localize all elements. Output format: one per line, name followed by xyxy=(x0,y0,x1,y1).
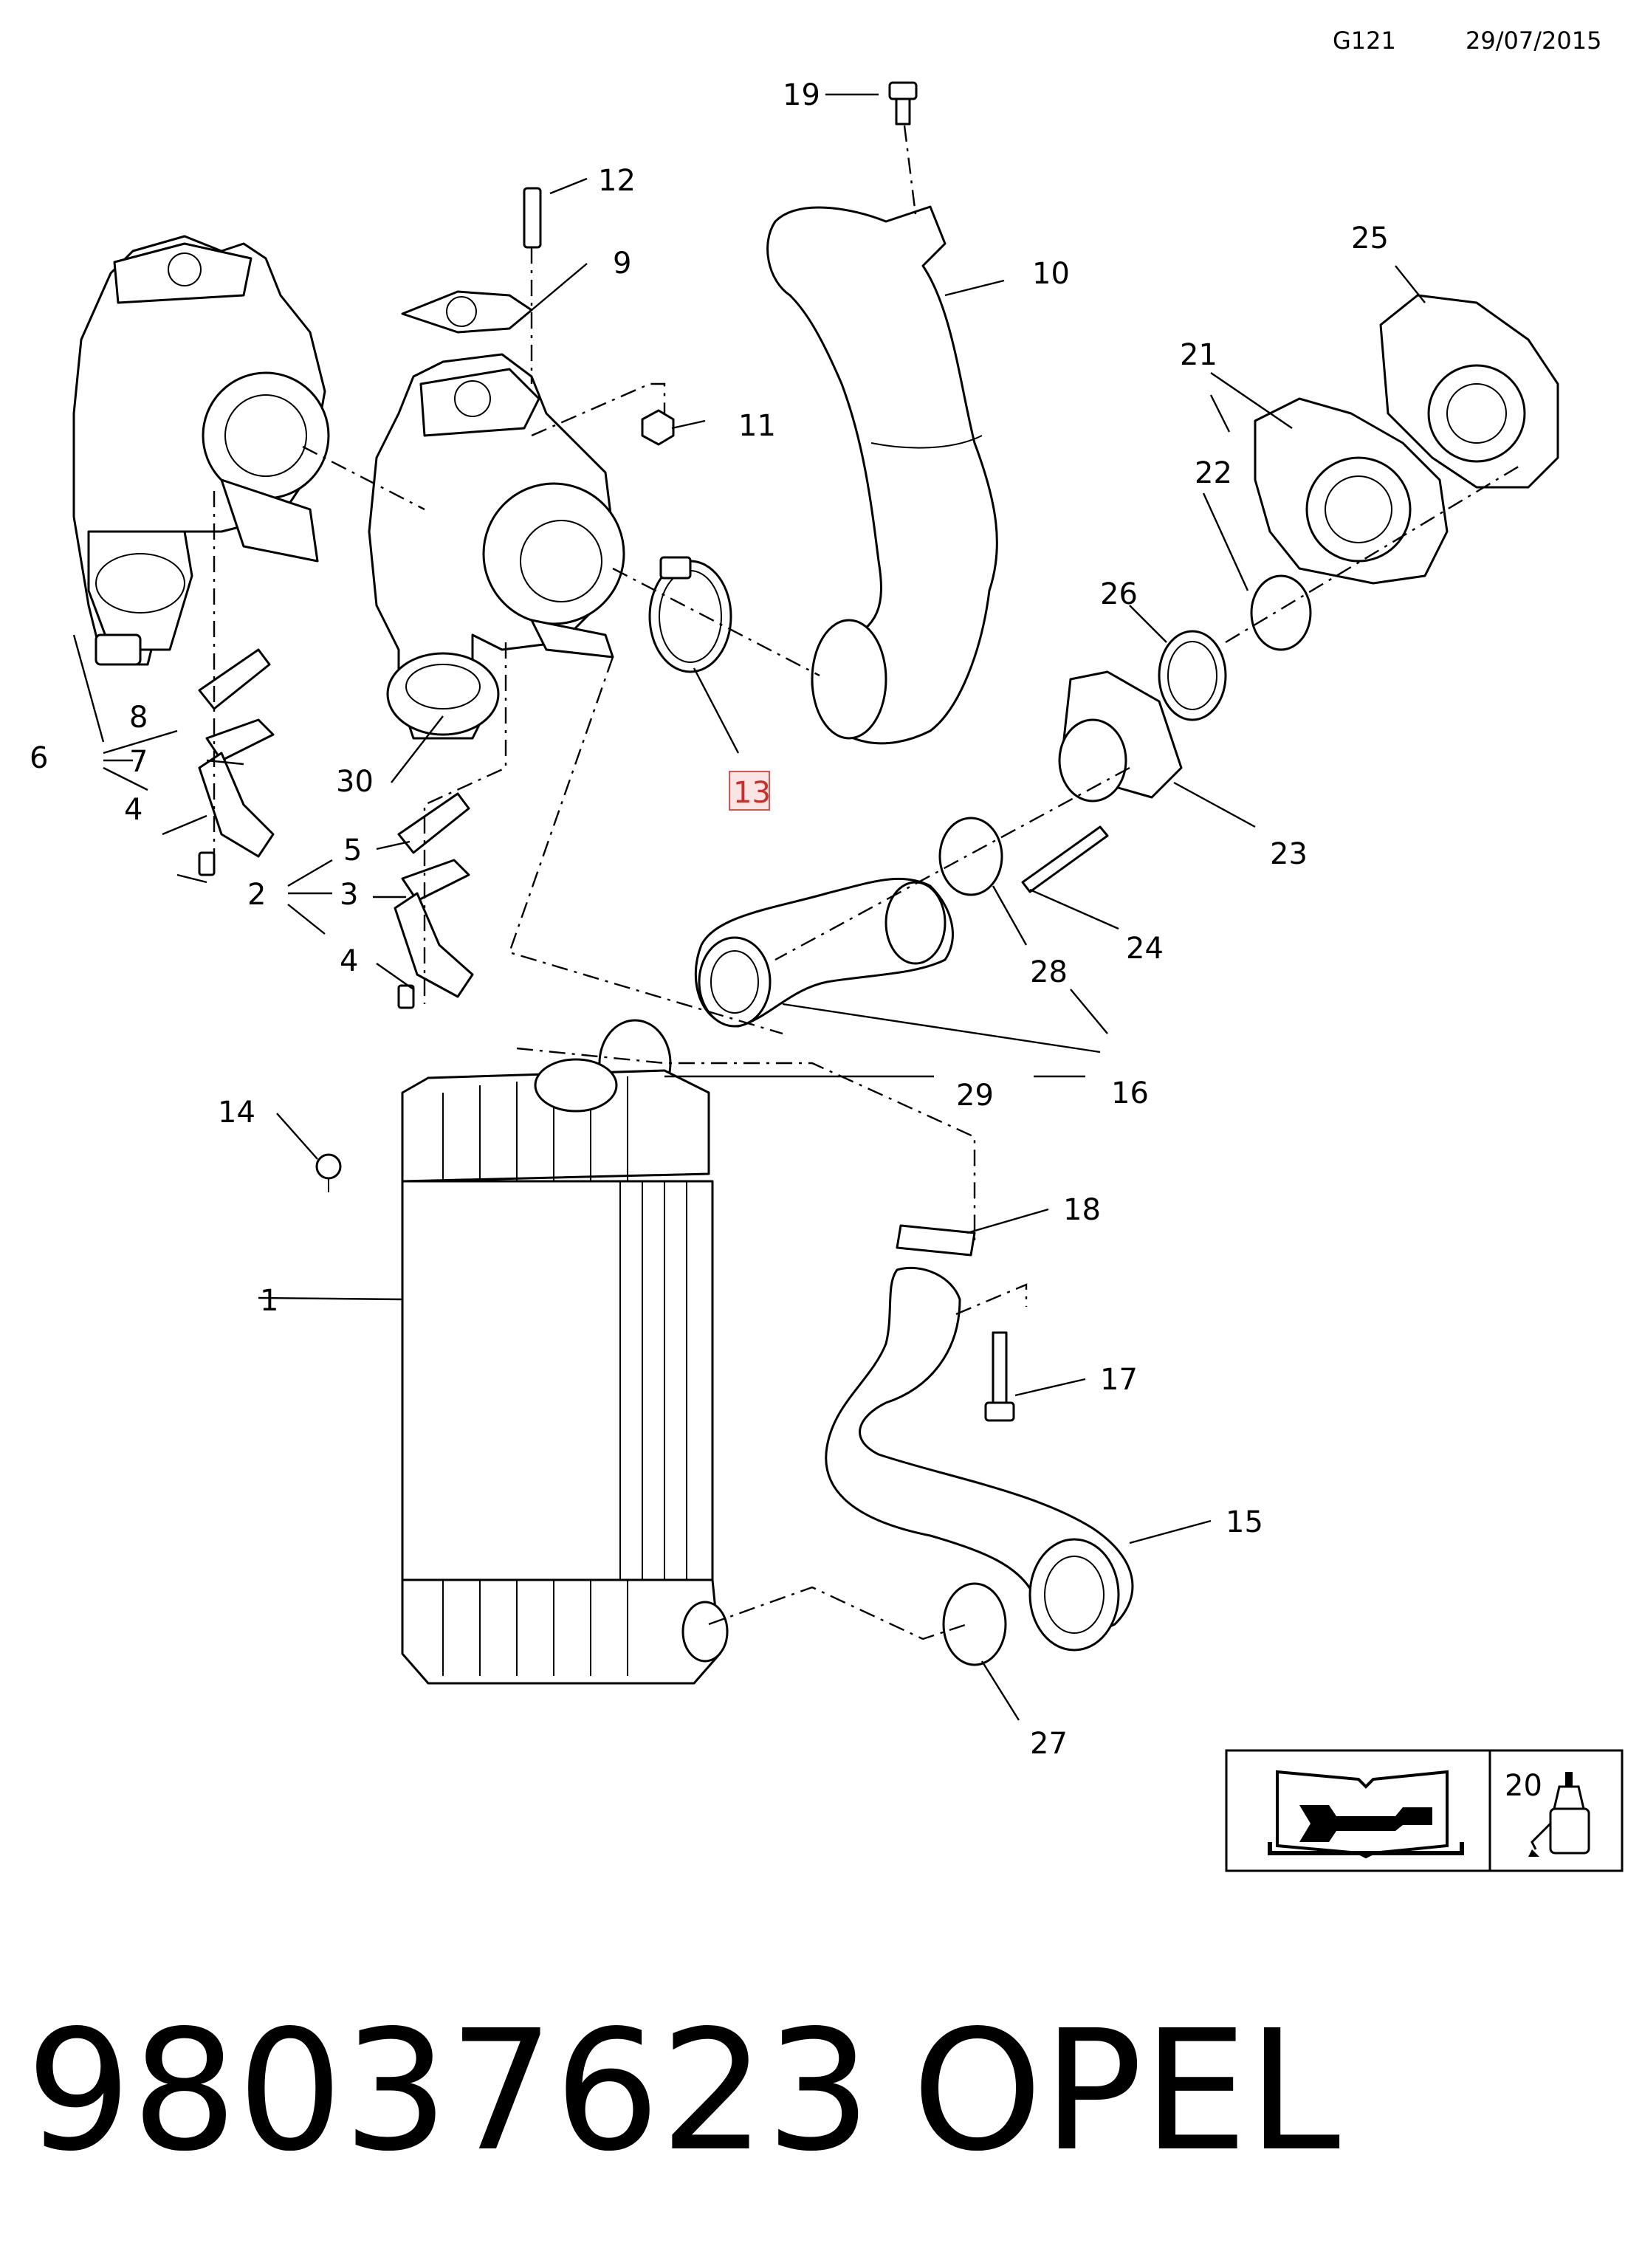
callout-11[interactable]: 11 xyxy=(738,409,776,443)
callout-21[interactable]: 21 xyxy=(1180,338,1217,372)
callout-28[interactable]: 28 xyxy=(1030,955,1068,989)
callout-13[interactable]: 13 xyxy=(733,776,771,810)
intercooler-1 xyxy=(401,1058,729,1685)
callout-1[interactable]: 1 xyxy=(260,1284,278,1318)
callout-18[interactable]: 18 xyxy=(1063,1193,1101,1227)
callout-27[interactable]: 27 xyxy=(1030,1727,1068,1761)
callout-9[interactable]: 9 xyxy=(613,247,631,281)
adhesive-bottle-icon[interactable] xyxy=(1528,1772,1590,1857)
callout-16[interactable]: 16 xyxy=(1111,1076,1149,1110)
callout-3[interactable]: 3 xyxy=(340,878,358,912)
bracket-center xyxy=(394,792,474,1009)
bolt-24 xyxy=(1021,825,1109,893)
callout-4-left[interactable]: 4 xyxy=(124,793,142,827)
throttle-body-25 xyxy=(1379,294,1559,489)
turbocharger-center xyxy=(368,353,625,740)
diagram-code: G121 xyxy=(1333,27,1396,55)
stud-12 xyxy=(523,187,542,249)
callout-13-highlight xyxy=(729,771,770,811)
callout-19[interactable]: 19 xyxy=(783,78,820,112)
callout-17[interactable]: 17 xyxy=(1100,1363,1138,1397)
callout-15[interactable]: 15 xyxy=(1226,1505,1263,1539)
callout-23[interactable]: 23 xyxy=(1270,837,1308,871)
callout-24[interactable]: 24 xyxy=(1126,932,1164,966)
turbocharger-left xyxy=(72,235,330,666)
callout-29[interactable]: 29 xyxy=(956,1079,994,1113)
callout-8[interactable]: 8 xyxy=(129,701,148,735)
callout-22[interactable]: 22 xyxy=(1195,456,1232,490)
callout-7[interactable]: 7 xyxy=(129,745,148,779)
o-ring-28 xyxy=(938,817,1003,896)
throttle-body-21 xyxy=(1254,397,1449,585)
screw-14 xyxy=(315,1153,342,1192)
callout-10[interactable]: 10 xyxy=(1032,257,1070,291)
callout-26[interactable]: 26 xyxy=(1100,577,1138,611)
brand-name: OPEL xyxy=(912,1995,1340,2188)
bracket-left xyxy=(198,648,275,876)
clamp-26 xyxy=(1158,630,1227,721)
diagram-date: 29/07/2015 xyxy=(1466,27,1601,55)
hose-clamp-13 xyxy=(648,556,732,673)
callout-5[interactable]: 5 xyxy=(343,834,362,867)
callout-14[interactable]: 14 xyxy=(218,1096,255,1130)
callout-30[interactable]: 30 xyxy=(336,765,374,799)
callout-6[interactable]: 6 xyxy=(30,741,48,775)
connector-23 xyxy=(1058,670,1183,803)
gasket-9 xyxy=(401,290,533,334)
o-ring-27 xyxy=(942,1582,1007,1666)
o-ring-22 xyxy=(1250,574,1312,651)
callout-12[interactable]: 12 xyxy=(598,164,636,198)
callout-20[interactable]: 20 xyxy=(1505,1769,1542,1803)
callout-2[interactable]: 2 xyxy=(247,878,266,912)
bracket-18 xyxy=(896,1224,976,1257)
nut-11 xyxy=(641,409,675,446)
legend-box: 20 xyxy=(1225,1749,1624,1872)
manual-book-icon[interactable] xyxy=(1268,1770,1464,1859)
part-number: 98037623 xyxy=(26,1995,871,2188)
hose-15 xyxy=(825,1266,1134,1632)
callout-25[interactable]: 25 xyxy=(1351,221,1389,255)
bolt-17 xyxy=(984,1331,1015,1422)
callout-4-center[interactable]: 4 xyxy=(340,944,358,978)
bolt-19 xyxy=(888,81,918,126)
